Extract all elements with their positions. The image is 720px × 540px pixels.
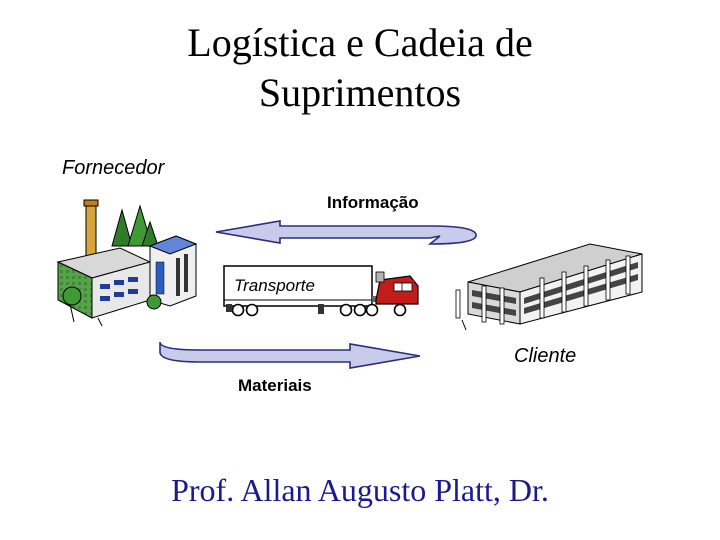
- materials-arrow: [159, 341, 421, 369]
- factory-icon: [56, 199, 198, 327]
- information-arrow: [215, 220, 477, 245]
- materials-label: Materiais: [238, 376, 312, 395]
- customer-label: Cliente: [514, 345, 577, 367]
- information-label: Informação: [327, 193, 419, 212]
- truck-icon: [223, 265, 419, 317]
- supplier-label: Fornecedor: [62, 157, 165, 179]
- title-line-1: Logística e Cadeia de: [187, 20, 533, 65]
- title-line-2: Suprimentos: [258, 70, 462, 115]
- slide-title: Logística e Cadeia de Suprimentos: [0, 18, 720, 118]
- transport-label: Transporte: [234, 276, 315, 295]
- customer-building-icon: [455, 243, 643, 331]
- author-footer: Prof. Allan Augusto Platt, Dr.: [171, 472, 549, 508]
